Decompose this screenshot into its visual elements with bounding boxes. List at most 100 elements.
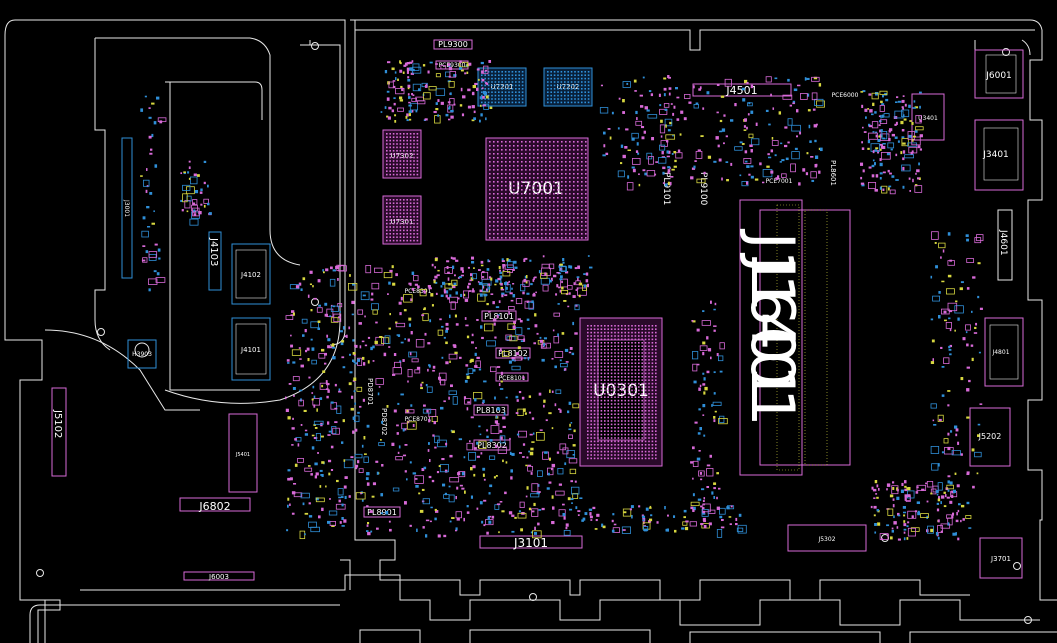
pad <box>871 121 879 129</box>
pad <box>479 289 483 293</box>
pad <box>349 371 353 374</box>
pad <box>568 458 578 464</box>
pad <box>351 395 354 399</box>
pad <box>505 396 508 399</box>
pad <box>324 302 328 306</box>
pad <box>702 107 705 110</box>
pad <box>147 226 151 228</box>
pad <box>409 102 418 111</box>
pad <box>451 279 458 286</box>
pad <box>362 294 366 297</box>
pad <box>313 424 316 426</box>
pad <box>396 334 399 336</box>
pad <box>930 275 933 279</box>
pad <box>317 279 321 283</box>
pad <box>434 257 438 262</box>
pce9300-label: PCE9300 <box>439 62 466 69</box>
pad <box>463 456 466 459</box>
pad <box>919 148 923 151</box>
pad <box>919 91 922 94</box>
pad <box>965 331 968 334</box>
pad <box>315 497 325 503</box>
pad <box>291 444 294 446</box>
pad <box>354 453 363 459</box>
pad <box>947 232 951 236</box>
pad <box>945 321 952 329</box>
pad <box>532 278 535 282</box>
pad <box>329 346 333 349</box>
pad <box>515 298 523 305</box>
pad <box>647 114 658 119</box>
pad <box>392 487 400 492</box>
pad <box>300 288 303 291</box>
pad <box>434 446 437 449</box>
pad <box>537 522 540 526</box>
pad <box>478 269 481 271</box>
pad <box>321 507 324 512</box>
pad <box>972 276 976 279</box>
pad <box>710 356 712 360</box>
pad <box>574 304 580 311</box>
pad <box>529 259 532 262</box>
pad <box>691 167 696 170</box>
pad <box>307 358 310 362</box>
pad <box>287 504 289 508</box>
pad <box>962 337 966 341</box>
pad <box>412 63 420 71</box>
pad <box>876 484 879 488</box>
pad <box>428 287 432 290</box>
pad <box>875 493 878 495</box>
pad <box>475 360 481 368</box>
pad <box>311 359 317 365</box>
pad <box>539 429 543 431</box>
pad <box>906 487 909 490</box>
pad <box>548 481 552 484</box>
pad <box>719 342 725 350</box>
pad <box>328 472 331 476</box>
pad <box>635 120 643 126</box>
pad <box>907 487 911 491</box>
pad <box>557 333 559 337</box>
pad <box>673 105 676 109</box>
pad <box>516 399 519 402</box>
pad <box>957 537 960 541</box>
pad <box>352 352 356 355</box>
pad <box>393 361 402 369</box>
pad <box>559 409 562 413</box>
pad <box>901 106 904 109</box>
pad <box>379 336 383 338</box>
pad <box>632 157 641 165</box>
pad <box>528 411 532 414</box>
pad <box>570 265 573 269</box>
pad <box>321 474 324 477</box>
pad <box>713 329 716 332</box>
pad <box>343 459 346 462</box>
pad <box>318 515 321 519</box>
pad <box>449 520 452 523</box>
pad <box>447 277 450 281</box>
pad <box>408 104 412 107</box>
pad <box>405 115 408 119</box>
pad <box>313 395 316 399</box>
pad <box>528 395 532 398</box>
pad <box>315 432 321 442</box>
pad <box>411 271 415 275</box>
pad <box>543 404 545 408</box>
pad <box>893 116 898 119</box>
pad <box>748 102 751 105</box>
pad <box>485 82 488 85</box>
pad <box>309 270 313 274</box>
pad <box>481 276 485 278</box>
pad <box>692 446 695 450</box>
pad <box>542 255 545 258</box>
pad <box>634 90 637 92</box>
pad <box>412 94 415 97</box>
pad <box>660 135 663 138</box>
pad <box>441 458 445 461</box>
pad <box>534 526 536 531</box>
pad <box>780 142 783 145</box>
pad <box>897 538 901 541</box>
pad <box>949 353 952 356</box>
pad <box>622 508 632 517</box>
pad <box>310 338 313 341</box>
